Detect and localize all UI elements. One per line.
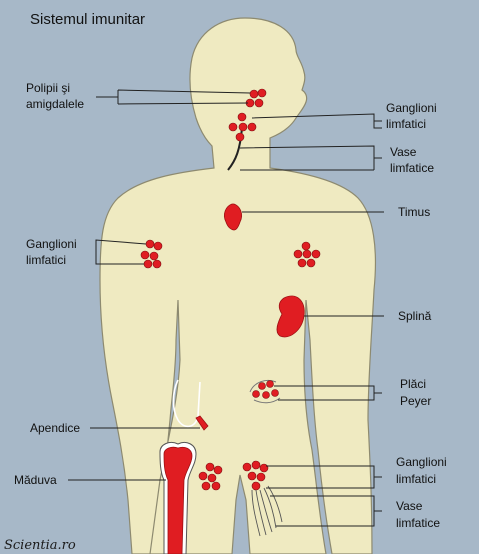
- peyer-patches: [249, 379, 281, 404]
- label-placi-line1: Plăci: [400, 377, 426, 391]
- armpit-nodes-right: [293, 241, 321, 268]
- spleen-organ: [276, 295, 305, 338]
- leg-lymph-vessels: [251, 485, 283, 537]
- intestine-outline: [172, 379, 201, 428]
- watermark: Scientia.ro: [4, 538, 76, 553]
- groin-nodes-left: [198, 462, 223, 491]
- label-maduva: Măduva: [14, 473, 57, 487]
- label-timus: Timus: [398, 205, 430, 219]
- label-ganglioni-groin-line1: Ganglioni: [396, 455, 447, 469]
- bone-marrow-organ: [163, 446, 193, 554]
- label-apendice: Apendice: [30, 421, 80, 435]
- label-ganglioni-arm-line2: limfatici: [26, 253, 66, 267]
- label-polipi-line2: amigdalele: [26, 97, 84, 111]
- neck-lymph-nodes: [228, 112, 257, 142]
- leader-lines: [68, 89, 384, 527]
- tonsil-nodes: [245, 88, 267, 108]
- groin-nodes-right: [242, 460, 269, 491]
- thymus-organ: [224, 203, 242, 231]
- label-polipi-line1: Polipii şi: [26, 81, 70, 95]
- label-vase-leg-line1: Vase: [396, 499, 423, 513]
- label-vase-neck-line2: limfatice: [390, 161, 434, 175]
- armpit-nodes-left: [140, 239, 163, 269]
- label-vase-leg-line2: limfatice: [396, 516, 440, 530]
- label-vase-neck-line1: Vase: [390, 145, 417, 159]
- label-ganglioni-neck-line1: Ganglioni: [386, 101, 437, 115]
- body-silhouette: [99, 17, 377, 554]
- label-ganglioni-neck-line2: limfatici: [386, 117, 426, 131]
- appendix-organ: [195, 415, 209, 431]
- label-placi-line2: Peyer: [400, 394, 431, 408]
- label-ganglioni-arm-line1: Ganglioni: [26, 237, 77, 251]
- label-ganglioni-groin-line2: limfatici: [396, 472, 436, 486]
- diagram-title: Sistemul imunitar: [30, 11, 145, 28]
- label-splina: Splină: [398, 309, 432, 323]
